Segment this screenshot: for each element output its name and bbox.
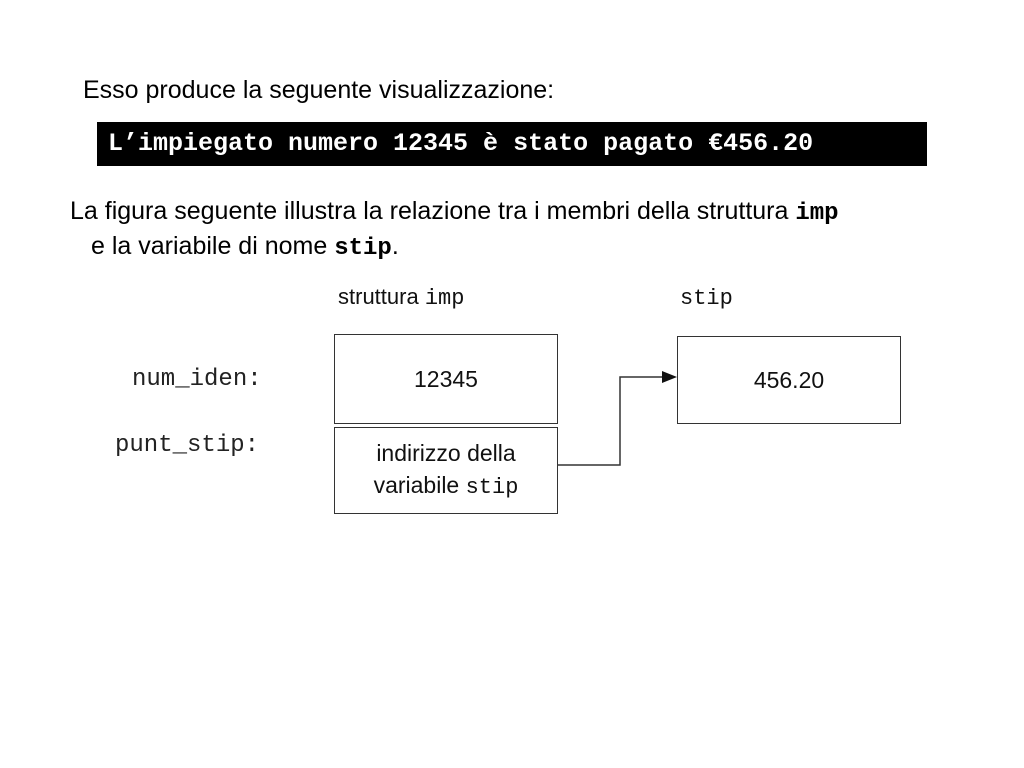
punt-stip-line-1: indirizzo della <box>376 440 516 466</box>
stip-box: 456.20 <box>677 336 901 424</box>
description-paragraph: La figura seguente illustra la relazione… <box>70 195 970 265</box>
paragraph-text-2: e la variabile di nome <box>91 232 335 260</box>
label-punt-stip: punt_stip: <box>115 432 260 459</box>
stip-value: 456.20 <box>753 366 825 393</box>
console-output: L’impiegato numero 12345 è stato pagato … <box>97 122 927 166</box>
code-stip: stip <box>334 235 392 262</box>
struct-heading-code: imp <box>424 286 465 311</box>
paragraph-line-1: La figura seguente illustra la relazione… <box>70 195 970 230</box>
label-num-iden: num_iden: <box>132 366 262 393</box>
paragraph-line-2: e la variabile di nome stip. <box>70 230 970 265</box>
var-heading: stip <box>680 284 733 311</box>
pointer-arrow-line <box>558 376 663 466</box>
var-heading-code: stip <box>680 286 733 311</box>
punt-stip-box: indirizzo della variabile stip <box>334 427 558 514</box>
num-iden-value: 12345 <box>414 365 478 392</box>
code-imp: imp <box>795 200 839 227</box>
paragraph-text-1: La figura seguente illustra la relazione… <box>70 197 796 225</box>
struct-heading-text: struttura <box>338 284 425 309</box>
intro-text: Esso produce la seguente visualizzazione… <box>83 76 555 104</box>
num-iden-box: 12345 <box>334 334 558 424</box>
pointer-arrowhead <box>662 371 677 383</box>
punt-stip-line-2-code: stip <box>465 475 519 500</box>
struct-heading: struttura imp <box>338 284 464 311</box>
punt-stip-line-2: variabile stip <box>374 469 519 504</box>
punt-stip-line-2-text: variabile <box>373 472 466 498</box>
paragraph-text-3: . <box>391 232 399 260</box>
